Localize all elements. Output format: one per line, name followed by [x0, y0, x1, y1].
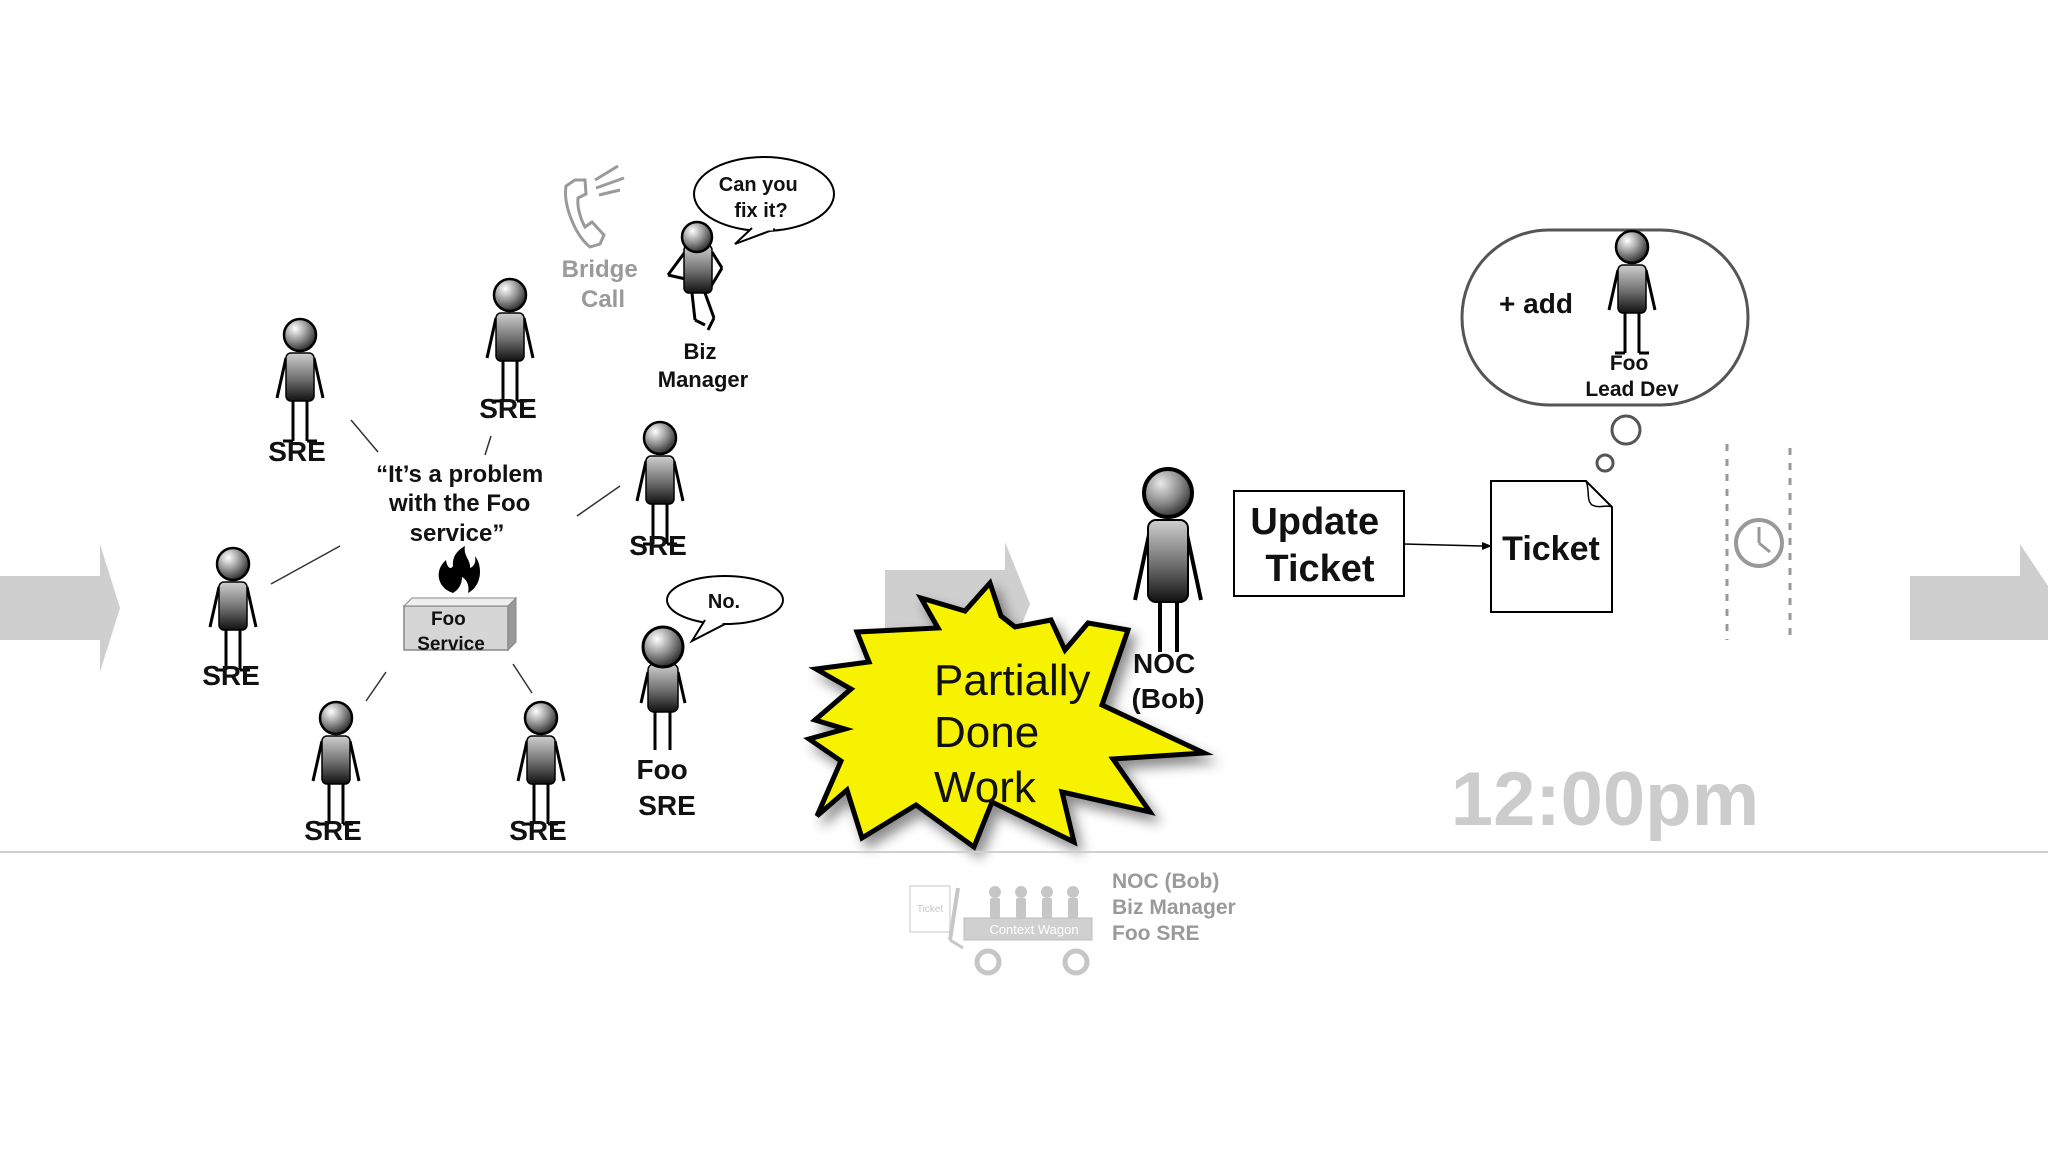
partially-done-starburst — [803, 578, 1214, 851]
biz-speech-bubble: Can you fix it? — [693, 156, 835, 245]
connector-lines — [270, 419, 621, 702]
context-wagon: Ticket Context Wagon — [909, 885, 1093, 976]
sre-person-5 — [311, 700, 361, 826]
flow-arrow-left — [0, 544, 120, 672]
foo-sre-speech-bubble: No. — [666, 575, 784, 644]
bridge-call-label: Bridge Call — [562, 256, 645, 313]
foo-lead-dev-label: Foo Lead Dev — [1585, 352, 1679, 401]
noc-person — [1133, 467, 1203, 652]
ticket-label: Ticket — [1502, 530, 1600, 568]
sre-label: SRE — [509, 815, 567, 846]
sre-person-4 — [208, 546, 258, 672]
sre-label: SRE — [268, 436, 326, 467]
update-ticket-label: Update Ticket — [1250, 501, 1389, 590]
sre-label: SRE — [304, 815, 362, 846]
foo-service-box: Foo Service — [402, 596, 518, 655]
biz-manager-label: Biz Manager — [658, 339, 749, 392]
sre-person-6 — [516, 700, 566, 826]
update-to-ticket-arrow — [1403, 543, 1483, 547]
problem-quote: “It’s a problem with the Foo service” — [376, 461, 550, 547]
biz-speech-text: Can you fix it? — [719, 174, 803, 222]
thought-bubble: + add Foo Lead Dev — [1460, 228, 1750, 473]
foo-sre-speech-text: No. — [708, 591, 740, 613]
foo-service-label: Foo Service — [417, 609, 485, 655]
flow-arrow-right — [1910, 544, 2048, 640]
time-label: 12:00pm — [1451, 757, 1759, 842]
foo-sre-person — [639, 625, 687, 750]
wagon-members: NOC (Bob) Biz Manager Foo SRE — [1112, 870, 1242, 945]
sre-person-3 — [635, 420, 685, 546]
wagon-label: Context Wagon — [989, 922, 1078, 937]
thought-add-label: + add — [1499, 288, 1573, 319]
clock-icon — [1734, 518, 1784, 568]
starburst-text: Partially Done Work — [934, 656, 1103, 812]
ticket-document: Ticket — [1490, 480, 1613, 613]
phone-icon — [564, 164, 625, 249]
sre-label: SRE — [479, 393, 537, 424]
biz-manager-person — [666, 220, 724, 331]
wagon-ticket-label: Ticket — [917, 904, 944, 915]
sre-person-2 — [485, 277, 535, 403]
sre-label: SRE — [629, 530, 687, 561]
fire-icon — [438, 546, 481, 593]
foo-sre-label: Foo SRE — [636, 754, 695, 821]
sre-label: SRE — [202, 660, 260, 691]
sre-person-1 — [275, 317, 325, 443]
update-ticket-box — [1233, 490, 1405, 597]
noc-label: NOC (Bob) — [1131, 648, 1204, 714]
